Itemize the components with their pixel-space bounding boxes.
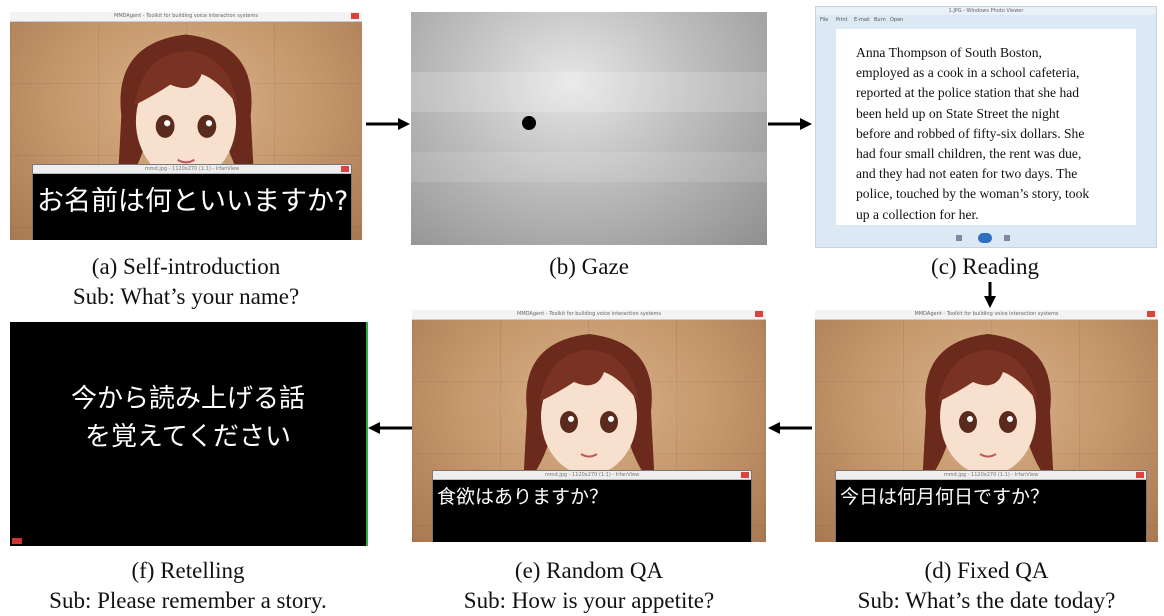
caption-d-sub: Sub: What’s the date today?	[857, 588, 1116, 613]
caption-c-label: (c) Reading	[931, 254, 1039, 279]
caption-b-label: (b) Gaze	[549, 254, 629, 279]
viewer-controls	[946, 233, 1026, 243]
window-controls[interactable]	[339, 13, 359, 19]
close-icon[interactable]	[755, 311, 763, 317]
story-line: and they had not eaten for two days. The	[856, 166, 1078, 182]
menu-email[interactable]: E-mail	[854, 17, 870, 23]
next-icon[interactable]	[1004, 235, 1010, 241]
arrow-e-to-f-icon	[368, 422, 412, 434]
story-line: up a collection for her.	[856, 206, 979, 222]
caption-f-sub: Sub: Please remember a story.	[49, 588, 327, 613]
close-icon[interactable]	[1147, 311, 1155, 317]
retelling-screen-text: 今から読み上げる話 を覚えてください	[10, 380, 366, 456]
photo-viewer-titlebar: 1.JPG - Windows Photo Viewer	[816, 7, 1156, 15]
prev-icon[interactable]	[956, 235, 962, 241]
panel-c-reading: 1.JPG - Windows Photo Viewer File Print …	[815, 6, 1157, 248]
slideshow-button[interactable]	[978, 233, 992, 243]
subtitle-window: mmd.jpg - 1120x270 (1:1) - IrfanView 食欲は…	[432, 470, 752, 542]
window-controls[interactable]	[743, 311, 763, 317]
menu-burn[interactable]: Burn	[874, 17, 886, 23]
retelling-line-2: を覚えてください	[85, 422, 291, 452]
subtitle-window-titlebar: mmd.jpg - 1120x270 (1:1) - IrfanView	[836, 471, 1146, 480]
caption-d-label: (d) Fixed QA	[924, 558, 1049, 583]
retelling-line-1: 今から読み上げる話	[70, 384, 305, 414]
subtitle-window: mmd.jpg - 1120x270 (1:1) - IrfanView 今日は…	[835, 470, 1147, 542]
story-line: employed as a cook in a school cafeteria…	[856, 65, 1080, 81]
story-line: police, touched by the woman’s story, to…	[856, 186, 1090, 202]
caption-e-sub: Sub: How is your appetite?	[463, 588, 715, 613]
story-line: before and robbed of fifty-six dollars. …	[856, 125, 1085, 141]
agent-window-titlebar: MMDAgent - Toolkit for building voice in…	[815, 310, 1158, 320]
agent-window-title: MMDAgent - Toolkit for building voice in…	[114, 13, 258, 19]
agent-window-titlebar: MMDAgent - Toolkit for building voice in…	[412, 310, 766, 320]
agent-window-title: MMDAgent - Toolkit for building voice in…	[517, 311, 661, 317]
taskbar-icons	[12, 538, 22, 544]
caption-c: (c) Reading	[815, 252, 1155, 282]
story-line: Anna Thompson of South Boston,	[856, 45, 1042, 60]
arrow-b-to-c-icon	[768, 118, 812, 130]
panel-b-gaze	[411, 12, 767, 245]
close-icon[interactable]	[341, 166, 349, 172]
subtitle-text: 食欲はありますか？	[437, 486, 609, 508]
panel-a-self-introduction: MMDAgent - Toolkit for building voice in…	[10, 12, 362, 240]
story-text: Anna Thompson of South Boston, employed …	[856, 43, 1089, 225]
arrow-a-to-b-icon	[366, 118, 410, 130]
story-line: had four small children, the rent was du…	[856, 146, 1082, 162]
caption-f-label: (f) Retelling	[131, 558, 245, 583]
arrow-d-to-e-icon	[768, 422, 812, 434]
panel-e-random-qa: MMDAgent - Toolkit for building voice in…	[412, 310, 766, 542]
caption-f: (f) Retelling Sub: Please remember a sto…	[10, 556, 366, 616]
photo-viewer-menu: File Print E-mail Burn Open	[816, 15, 1156, 25]
caption-b: (b) Gaze	[411, 252, 767, 282]
close-icon[interactable]	[351, 13, 359, 19]
subtitle-text: お名前は何といいますか?	[37, 186, 349, 217]
caption-e-label: (e) Random QA	[514, 558, 664, 583]
story-line: been held up on State Street the night	[856, 105, 1060, 121]
arrow-c-to-d-icon	[984, 282, 996, 308]
caption-d: (d) Fixed QA Sub: What’s the date today?	[815, 556, 1158, 616]
panel-d-fixed-qa: MMDAgent - Toolkit for building voice in…	[815, 310, 1158, 542]
subtitle-window-titlebar: mmd.jpg - 1120x270 (1:1) - IrfanView	[433, 471, 751, 480]
caption-e: (e) Random QA Sub: How is your appetite?	[412, 556, 766, 616]
close-icon[interactable]	[1136, 472, 1144, 478]
subtitle-window-titlebar: mmd.jpg - 1120x270 (1:1) - IrfanView	[33, 165, 351, 174]
window-controls[interactable]	[1135, 311, 1155, 317]
close-icon[interactable]	[741, 472, 749, 478]
story-page	[836, 29, 1136, 225]
agent-window-titlebar: MMDAgent - Toolkit for building voice in…	[10, 12, 362, 22]
caption-a-sub: Sub: What’s your name?	[72, 284, 300, 309]
subtitle-text: 今日は何月何日ですか？	[840, 486, 1050, 508]
gaze-target-dot	[522, 116, 536, 130]
menu-file[interactable]: File	[820, 17, 829, 23]
story-line: reported at the police station that she …	[856, 85, 1080, 101]
subtitle-window: mmd.jpg - 1120x270 (1:1) - IrfanView お名前…	[32, 164, 352, 240]
caption-a-label: (a) Self-introduction	[91, 254, 281, 279]
menu-open[interactable]: Open	[890, 17, 904, 23]
caption-a: (a) Self-introduction Sub: What’s your n…	[10, 252, 362, 312]
menu-print[interactable]: Print	[836, 17, 848, 23]
panel-f-retelling: 今から読み上げる話 を覚えてください	[10, 322, 368, 546]
agent-window-title: MMDAgent - Toolkit for building voice in…	[914, 311, 1059, 317]
